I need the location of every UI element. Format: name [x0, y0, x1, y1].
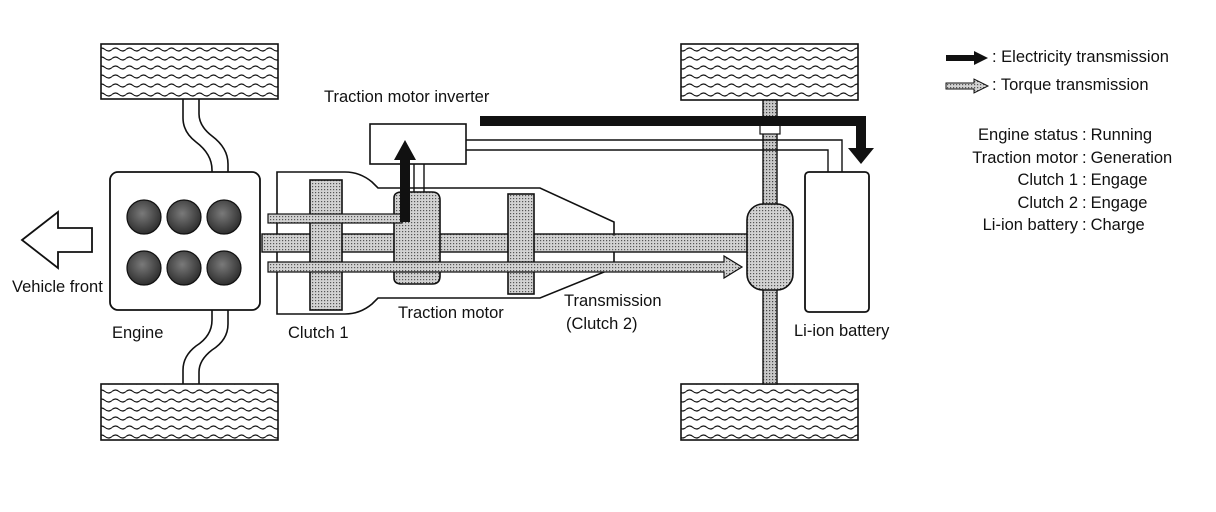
engine-cylinder-1: [126, 199, 162, 235]
status-row: Engine status:Running: [940, 124, 1172, 147]
legend-torque: : Torque transmission: [944, 76, 1149, 95]
engine-cylinder-3: [206, 199, 242, 235]
status-value: Charge: [1090, 216, 1145, 234]
differential: [746, 203, 794, 291]
inverter-motor-wires: [413, 164, 425, 192]
status-key: Clutch 2: [1017, 193, 1078, 212]
engine-block: [109, 171, 261, 311]
vehicle-front-label: Vehicle front: [12, 278, 103, 296]
status-key: Traction motor: [972, 148, 1078, 167]
status-key: Engine status: [978, 126, 1078, 144]
tire-front-right: [680, 43, 859, 101]
battery-box: [804, 171, 870, 313]
transmission-label: Transmission: [564, 292, 662, 310]
status-row: Clutch 2:Engage: [940, 192, 1172, 215]
engine-cylinder-5: [166, 250, 202, 286]
engine-cylinder-6: [206, 250, 242, 286]
status-row: Clutch 1:Engage: [940, 169, 1172, 192]
vehicle-front-arrow: [20, 210, 93, 270]
status-row: Traction motor:Generation: [940, 147, 1172, 170]
electricity-arrow-motor-to-inverter: [394, 140, 416, 222]
tire-rear-right: [680, 383, 859, 441]
tire-front-left: [100, 43, 279, 100]
electricity-arrow-inverter-to-battery: [480, 116, 874, 164]
electricity-arrow-icon: [946, 50, 988, 65]
torque-arrow-lower: [267, 254, 744, 280]
status-key: Clutch 1: [1017, 171, 1078, 189]
legend-torque-label: : Torque transmission: [992, 76, 1149, 94]
status-panel: Engine status:Running Traction motor:Gen…: [940, 124, 1172, 237]
clutch1-label: Clutch 1: [288, 324, 349, 342]
battery-label: Li-ion battery: [794, 322, 890, 340]
traction-motor-label: Traction motor: [398, 304, 504, 322]
clutch2-plate: [507, 193, 535, 295]
inverter-battery-wires: [466, 139, 843, 172]
engine-label: Engine: [112, 324, 164, 342]
inverter-box: [369, 123, 467, 165]
engine-cylinder-2: [166, 199, 202, 235]
torque-arrow-upper: [267, 213, 403, 224]
tire-rear-left: [100, 383, 279, 441]
torque-arrow-icon: [945, 77, 990, 94]
transmission-sub-label: (Clutch 2): [566, 315, 638, 333]
front-axle-lower: [182, 310, 229, 384]
status-row: Li-ion battery:Charge: [940, 214, 1172, 237]
status-key: Li-ion battery: [982, 216, 1078, 234]
legend-electricity-label: : Electricity transmission: [992, 48, 1169, 66]
status-value: Running: [1090, 126, 1153, 144]
engine-cylinder-4: [126, 250, 162, 286]
status-value: Engage: [1090, 171, 1148, 189]
status-value: Engage: [1090, 193, 1148, 212]
inverter-label: Traction motor inverter: [324, 88, 490, 106]
clutch1-plate: [309, 179, 343, 311]
status-value: Generation: [1090, 148, 1173, 167]
legend-electricity: : Electricity transmission: [944, 48, 1169, 67]
front-axle-upper: [182, 99, 229, 172]
